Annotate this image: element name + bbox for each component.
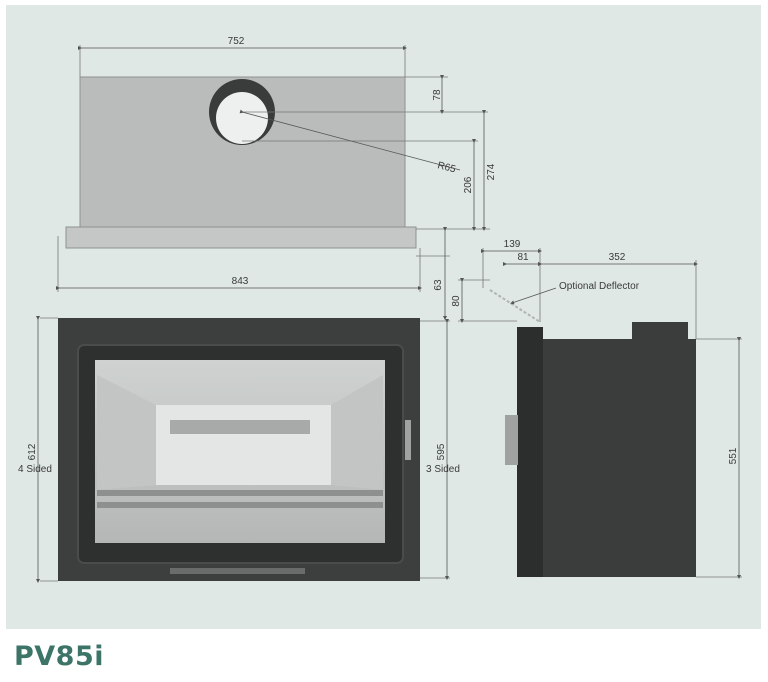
dim-843: 843 — [232, 276, 249, 287]
front-view: 612 4 Sided 595 3 Sided — [18, 316, 460, 583]
side-view: 139 81 352 80 Optional Deflector 551 — [451, 239, 742, 579]
label-optional-deflector: Optional Deflector — [559, 281, 640, 292]
dim-551: 551 — [728, 447, 739, 464]
label-4-sided: 4 Sided — [18, 464, 52, 475]
top-view-front-flange — [65, 226, 417, 249]
fire-bar-1 — [97, 490, 383, 496]
dim-80: 80 — [451, 295, 462, 307]
dim-595: 595 — [436, 443, 447, 460]
firebox-back — [156, 405, 331, 485]
firebox-left-wall — [97, 375, 156, 490]
dim-752: 752 — [228, 36, 245, 47]
dim-139: 139 — [504, 239, 521, 250]
air-control — [170, 568, 305, 574]
firebox-right-wall — [331, 375, 383, 490]
flue-opening — [216, 92, 268, 144]
label-3-sided: 3 Sided — [426, 464, 460, 475]
door-handle — [405, 420, 411, 460]
product-title: PV85i — [14, 641, 105, 672]
log-burner — [170, 420, 310, 434]
side-body — [540, 339, 696, 577]
dim-78: 78 — [432, 89, 443, 101]
dim-63: 63 — [433, 279, 444, 291]
deflector-line — [489, 289, 541, 323]
side-handle — [505, 415, 518, 465]
dim-274: 274 — [486, 163, 497, 180]
dim-81: 81 — [517, 252, 529, 263]
dim-206: 206 — [463, 176, 474, 193]
top-view: 752 843 78 206 274 R65 63 — [56, 36, 497, 320]
leader-deflector — [510, 287, 557, 305]
leader-r65 — [239, 109, 461, 171]
side-flue-collar — [632, 322, 688, 339]
side-front-plate — [517, 327, 543, 577]
technical-drawing: 752 843 78 206 274 R65 63 612 4 Sided — [18, 36, 742, 583]
dim-612: 612 — [27, 443, 38, 460]
fire-bar-2 — [97, 502, 383, 508]
dim-r65: R65 — [436, 160, 457, 175]
dim-352: 352 — [609, 252, 626, 263]
